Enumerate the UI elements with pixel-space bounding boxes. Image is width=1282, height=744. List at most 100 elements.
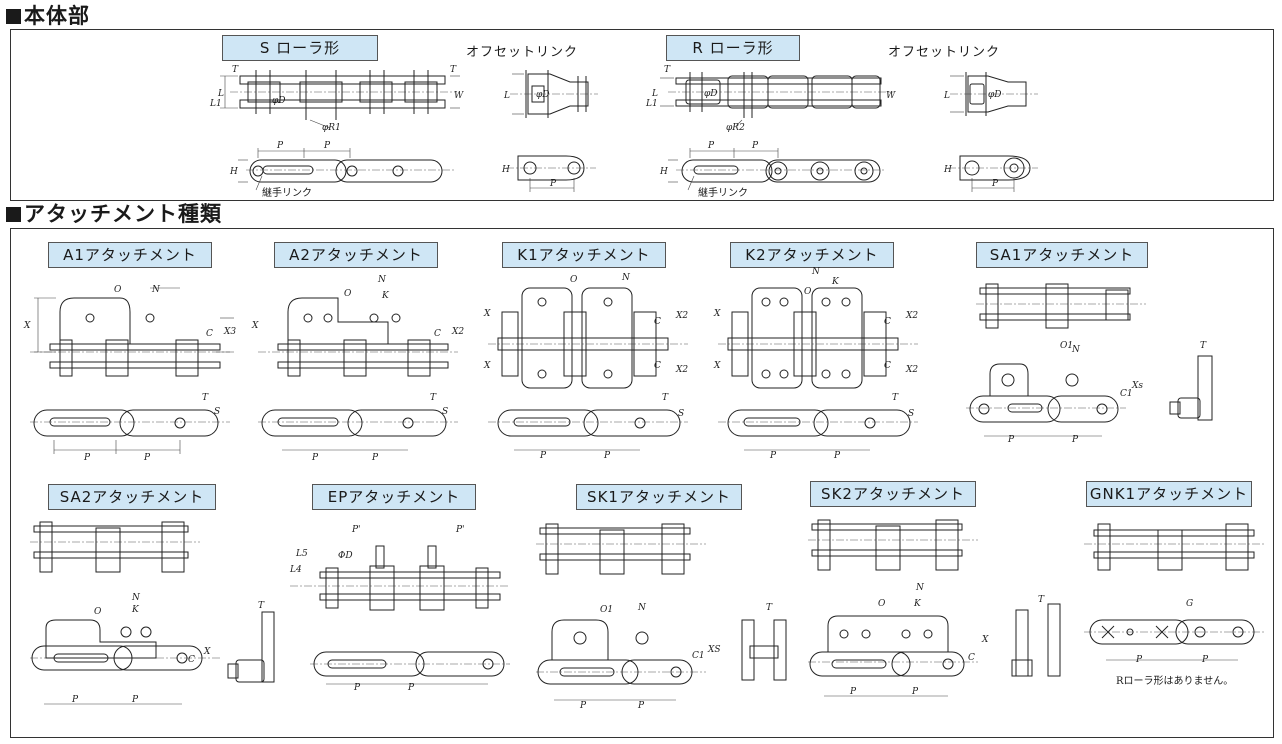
section-title-body: 本体部	[6, 4, 90, 28]
svg-text:X2: X2	[451, 327, 464, 337]
svg-text:L1: L1	[645, 99, 658, 109]
r-offset-top-drawing: L φD	[943, 72, 1038, 116]
svg-text:P: P	[991, 179, 999, 189]
svg-text:P: P	[311, 453, 319, 463]
svg-text:P: P	[539, 451, 547, 461]
svg-text:C: C	[884, 361, 891, 371]
svg-text:O1: O1	[600, 605, 613, 615]
svg-text:X: X	[203, 647, 211, 657]
svg-text:O: O	[804, 287, 812, 297]
svg-text:P: P	[549, 179, 557, 189]
svg-text:C: C	[206, 329, 213, 339]
svg-text:P: P	[603, 451, 611, 461]
svg-text:P: P	[276, 141, 284, 151]
svg-text:S: S	[214, 407, 220, 417]
svg-text:XS: XS	[707, 645, 721, 655]
gnk1-attachment-label: GNK1アタッチメント	[1086, 481, 1252, 507]
r-offset-side-drawing: P H	[943, 155, 1038, 192]
svg-text:P: P	[323, 141, 331, 151]
svg-text:N: N	[131, 593, 141, 603]
svg-text:S: S	[908, 409, 914, 419]
svg-text:P: P	[131, 695, 139, 705]
s-offset-side-drawing: P H	[501, 155, 596, 192]
svg-text:N: N	[915, 583, 925, 593]
svg-text:W: W	[886, 91, 896, 101]
svg-text:C: C	[654, 361, 661, 371]
svg-text:X: X	[483, 361, 491, 371]
svg-text:H: H	[229, 167, 238, 177]
square-bullet-icon	[6, 9, 21, 24]
svg-text:O1: O1	[1060, 341, 1073, 351]
svg-text:N: N	[811, 267, 821, 277]
svg-text:H: H	[501, 165, 510, 175]
sa2-attachment-label: SA2アタッチメント	[48, 484, 216, 510]
svg-text:Xs: Xs	[1131, 381, 1143, 391]
svg-text:T: T	[892, 393, 899, 403]
sk1-attachment-label: SK1アタッチメント	[576, 484, 742, 510]
svg-text:P: P	[1007, 435, 1015, 445]
svg-text:T: T	[430, 393, 437, 403]
a2-attachment-label: A2アタッチメント	[274, 242, 438, 268]
svg-text:K: K	[831, 277, 840, 287]
s-roller-label: S ローラ形	[222, 35, 378, 61]
dim-phi-d: φD	[272, 96, 286, 106]
svg-text:P': P'	[455, 525, 465, 535]
svg-text:X: X	[251, 321, 259, 331]
svg-text:X: X	[23, 321, 31, 331]
svg-text:S: S	[678, 409, 684, 419]
svg-text:P: P	[707, 141, 715, 151]
svg-text:P: P	[1135, 655, 1143, 665]
svg-text:C1: C1	[692, 651, 705, 661]
svg-text:P: P	[143, 453, 151, 463]
s-offset-link-label: オフセットリンク	[466, 45, 579, 60]
svg-text:P: P	[371, 453, 379, 463]
svg-text:P: P	[579, 701, 587, 711]
svg-text:L1: L1	[209, 99, 222, 109]
svg-text:T: T	[662, 393, 669, 403]
svg-text:W: W	[454, 91, 464, 101]
svg-text:L: L	[503, 91, 510, 101]
svg-text:X: X	[981, 635, 989, 645]
svg-text:X: X	[483, 309, 491, 319]
svg-text:N: N	[151, 285, 161, 295]
svg-text:X2: X2	[675, 311, 688, 321]
gnk1-note: Rローラ形はありません。	[1116, 676, 1234, 687]
svg-text:P: P	[751, 141, 759, 151]
svg-text:L: L	[943, 91, 950, 101]
svg-text:P: P	[849, 687, 857, 697]
svg-text:L: L	[217, 89, 224, 99]
s-offset-top-drawing: L φD	[503, 70, 598, 118]
svg-text:T: T	[202, 393, 209, 403]
svg-text:C: C	[654, 317, 661, 327]
svg-text:X2: X2	[675, 365, 688, 375]
svg-text:T: T	[1038, 595, 1045, 605]
svg-text:X3: X3	[223, 327, 236, 337]
svg-text:H: H	[659, 167, 668, 177]
svg-text:P: P	[71, 695, 79, 705]
s-roller-side-drawing: P P H	[229, 141, 456, 191]
svg-text:O: O	[94, 607, 102, 617]
square-bullet-icon	[6, 207, 21, 222]
s-roller-top-drawing: T L L1 T W φD φR1	[209, 65, 464, 133]
body-panel	[10, 29, 1274, 201]
s-joint-link-note: 継手リンク	[262, 188, 312, 199]
section-title-attachments: アタッチメント種類	[6, 202, 222, 226]
r-offset-link-label: オフセットリンク	[888, 45, 1001, 60]
svg-text:P: P	[1071, 435, 1079, 445]
svg-text:O: O	[878, 599, 886, 609]
svg-text:C: C	[968, 653, 975, 663]
svg-text:X2: X2	[905, 365, 918, 375]
svg-text:N: N	[377, 275, 387, 285]
svg-text:φR1: φR1	[322, 123, 341, 133]
svg-text:X: X	[713, 361, 721, 371]
svg-text:N: N	[1071, 345, 1081, 355]
svg-text:C: C	[188, 655, 195, 665]
svg-text:K: K	[381, 291, 390, 301]
